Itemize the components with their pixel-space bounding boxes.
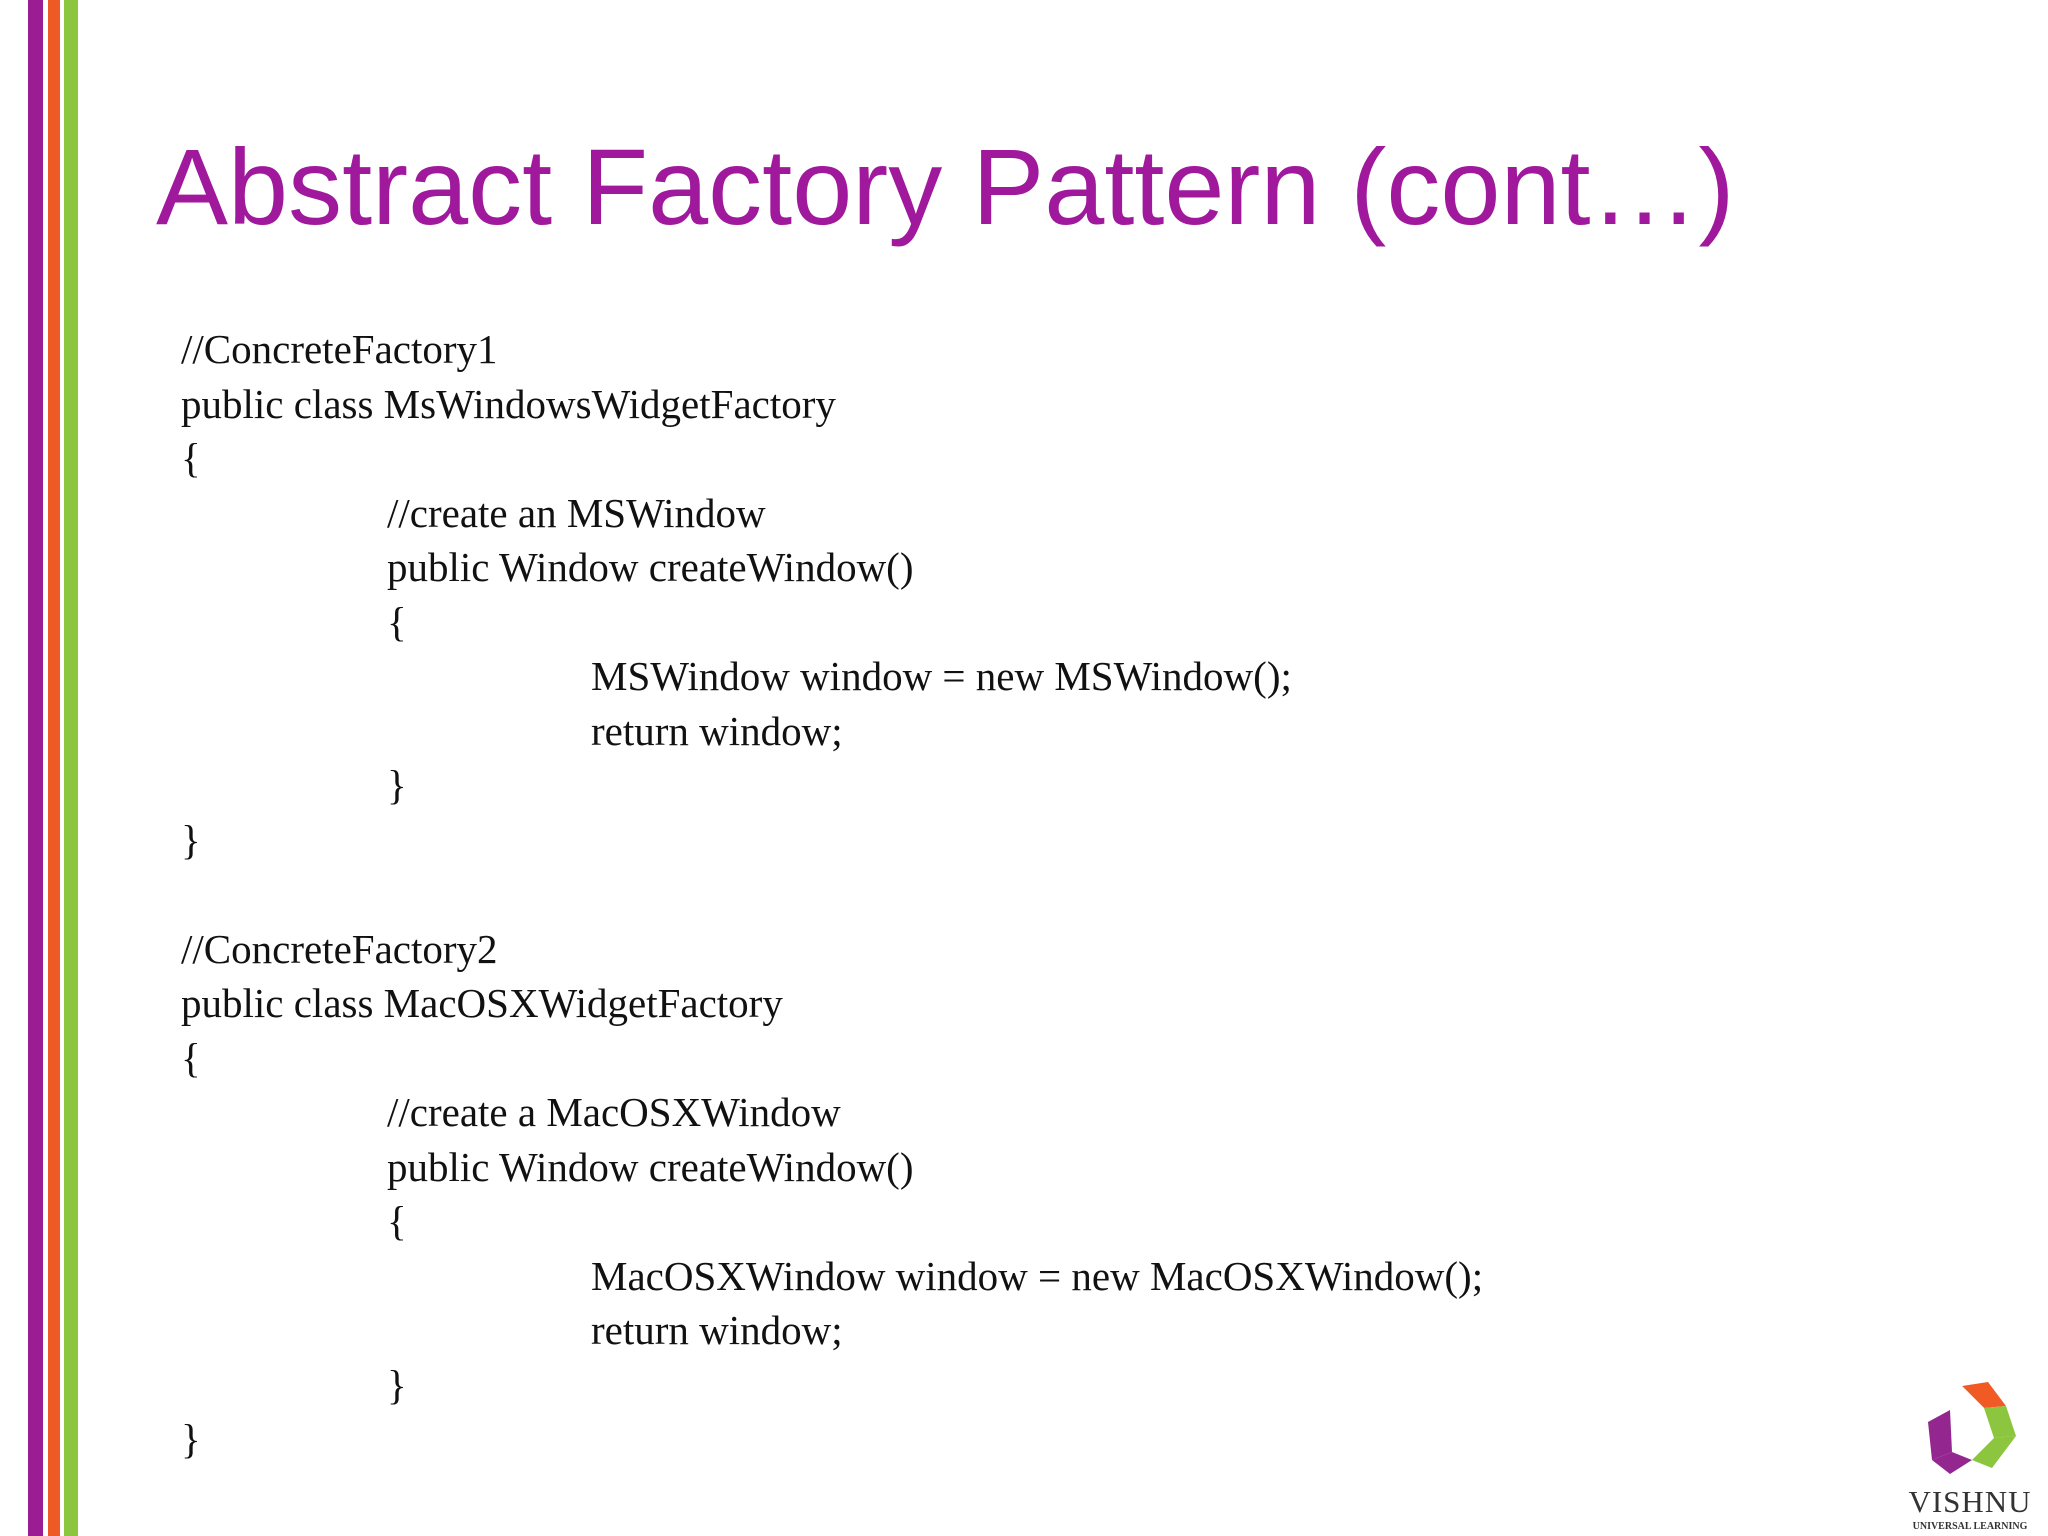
code-line: public class MacOSXWidgetFactory	[181, 980, 783, 1026]
logo-subtitle: UNIVERSAL LEARNING	[1912, 1521, 2028, 1532]
stripe-green	[64, 0, 78, 1536]
logo-name: VISHNU	[1908, 1484, 2032, 1519]
logo-icon	[1928, 1382, 2016, 1474]
stripe-purple	[28, 0, 43, 1536]
code-line: }	[387, 762, 407, 808]
code-line: {	[387, 598, 407, 645]
code-line: }	[387, 1361, 407, 1408]
code-line: return window;	[591, 707, 843, 754]
code-line: }	[181, 1416, 201, 1462]
vishnu-logo: VISHNU UNIVERSAL LEARNING	[1900, 1380, 2040, 1532]
code-block: //ConcreteFactory1 public class MsWindows…	[181, 322, 1483, 1467]
code-line: {	[387, 1198, 407, 1244]
code-line: }	[181, 816, 201, 863]
code-line: {	[181, 435, 201, 481]
code-line: //ConcreteFactory2	[181, 925, 498, 972]
code-line: {	[181, 1034, 201, 1081]
code-line: return window;	[591, 1307, 843, 1353]
code-line: MSWindow window = new MSWindow();	[591, 653, 1292, 699]
code-blank-line	[181, 867, 1483, 922]
code-line: public Window createWindow()	[387, 1143, 914, 1190]
slide-title: Abstract Factory Pattern (cont…)	[156, 126, 1735, 247]
code-line: //create an MSWindow	[387, 489, 766, 536]
code-line: public Window createWindow()	[387, 544, 914, 590]
code-line: //ConcreteFactory1	[181, 326, 498, 372]
code-line: //create a MacOSXWindow	[387, 1089, 841, 1135]
stripe-orange	[48, 0, 60, 1536]
code-line: MacOSXWindow window = new MacOSXWindow()…	[591, 1252, 1484, 1299]
code-line: public class MsWindowsWidgetFactory	[181, 380, 836, 427]
